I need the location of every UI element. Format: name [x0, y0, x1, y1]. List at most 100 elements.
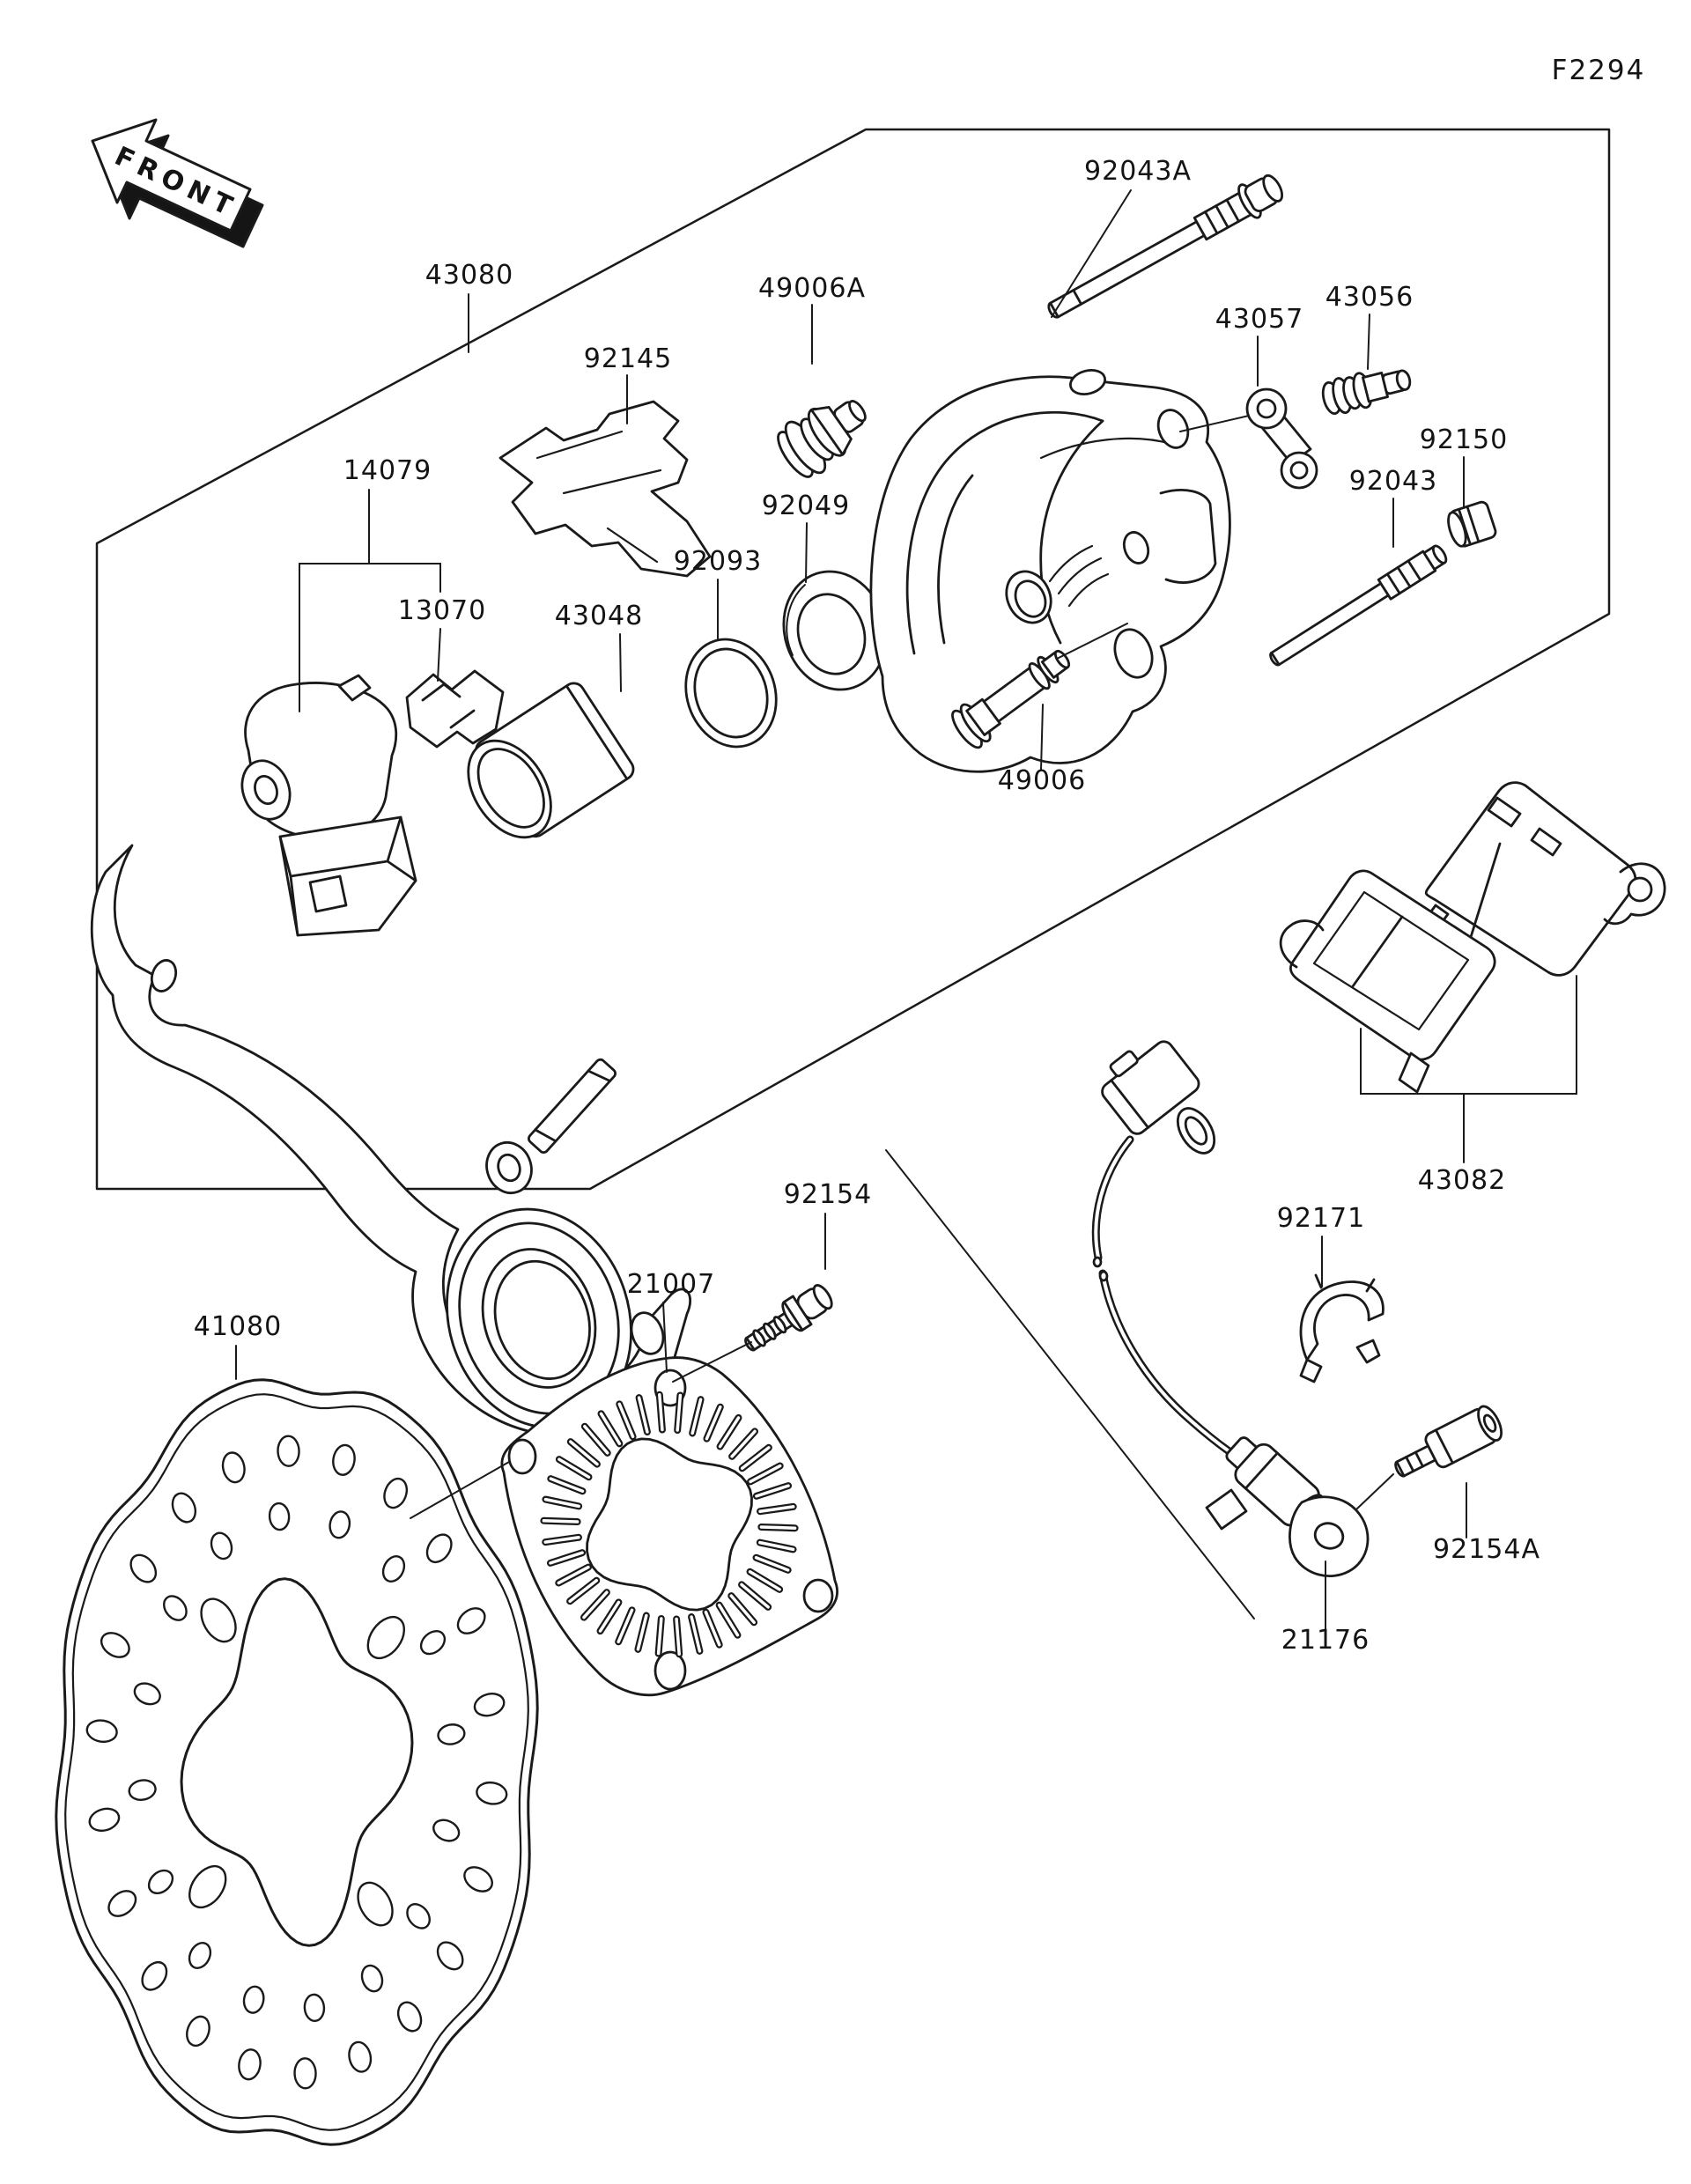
abs-slot-inner: [749, 1464, 782, 1484]
pointer-43057: [1179, 415, 1250, 432]
abs-slot-inner: [759, 1525, 797, 1530]
disc-hole: [200, 1597, 237, 1643]
label-21007: 21007: [627, 1269, 715, 1300]
label-92171: 92171: [1277, 1203, 1365, 1234]
abs-slot-inner: [599, 1412, 622, 1446]
abs-slot-inner: [557, 1565, 590, 1585]
abs-slot-inner: [582, 1590, 609, 1620]
sensor-bolt-part: [1394, 1405, 1503, 1478]
abs-slot-inner: [543, 1497, 580, 1509]
disc-hole: [188, 1942, 212, 1969]
label-43048: 43048: [555, 601, 643, 631]
disc-rim-line: [64, 1393, 529, 2131]
label-21176: 21176: [1281, 1625, 1370, 1656]
pointer-sensor-mount: [885, 1149, 1255, 1620]
disc-hole: [419, 1630, 447, 1656]
abs-slot-inner: [758, 1540, 795, 1552]
brake-pad-set-part: [1279, 781, 1666, 1094]
piston-seal-part: [684, 638, 778, 749]
abs-rotor-plate-part: [500, 1356, 838, 1697]
leader-92043a: [1051, 189, 1132, 318]
pointer-49006: [1056, 623, 1128, 660]
disc-hole: [360, 1964, 384, 1993]
abs-slot-inner: [549, 1477, 585, 1494]
disc-hole: [329, 1510, 351, 1539]
label-92043a: 92043A: [1084, 156, 1192, 187]
label-43056: 43056: [1325, 282, 1414, 313]
abs-slot-inner: [542, 1519, 580, 1524]
label-43082: 43082: [1418, 1165, 1506, 1196]
leader-43048: [619, 633, 622, 692]
disc-hole: [128, 1779, 157, 1801]
disc-hole: [171, 1492, 197, 1524]
disc-hole: [163, 1595, 188, 1621]
disc-hole: [332, 1443, 356, 1476]
abs-slot-inner: [675, 1617, 681, 1656]
abs-sensor-part: [1091, 1040, 1370, 1578]
label-49006: 49006: [998, 765, 1086, 796]
cap-plug-part: [1447, 500, 1497, 548]
pad-pin-part: [1269, 544, 1448, 667]
disc-hole: [456, 1607, 486, 1634]
caliper-body-part: [869, 369, 1231, 773]
disc-hole: [238, 2048, 262, 2081]
abs-slot-ring: [540, 1391, 799, 1658]
abs-slot-inner: [558, 1457, 591, 1479]
leader-92049: [805, 522, 808, 583]
label-43057: 43057: [1215, 304, 1303, 335]
abs-slot-inner: [598, 1600, 621, 1633]
disc-hole: [348, 2040, 373, 2073]
abs-slot-inner: [717, 1603, 740, 1637]
piston-part: [467, 682, 635, 839]
abs-slot-inner: [617, 1608, 634, 1644]
disc-hole: [85, 1719, 118, 1744]
assembly-outline: [95, 128, 1611, 1191]
label-92154: 92154: [784, 1179, 872, 1210]
disc-hole: [133, 1682, 161, 1706]
pin-boot-part: [777, 400, 867, 478]
bracket-43082: [1360, 975, 1577, 1163]
label-92150: 92150: [1420, 424, 1508, 455]
abs-slot-inner: [543, 1536, 580, 1544]
front-direction-arrow: [91, 118, 264, 248]
leader-49006: [1040, 704, 1044, 771]
abs-slot-inner: [740, 1583, 770, 1609]
leader-43056: [1367, 314, 1370, 370]
disc-hole: [210, 1531, 233, 1561]
caliper-pin-bolt-part: [1047, 173, 1284, 319]
figure-code: F2294: [1552, 55, 1646, 86]
bleeder-valve-part: [1321, 369, 1412, 416]
abs-slot-inner: [705, 1405, 722, 1441]
label-13070: 13070: [398, 595, 486, 626]
abs-slot-inner: [583, 1424, 609, 1455]
abs-slot-inner: [568, 1578, 599, 1603]
label-43080: 43080: [425, 260, 513, 291]
disc-hole: [366, 1615, 406, 1660]
abs-slot-inner: [690, 1615, 702, 1653]
label-14079: 14079: [343, 455, 432, 486]
label-92043: 92043: [1349, 466, 1437, 497]
label-92093: 92093: [674, 546, 762, 577]
pointer-plate-disc: [410, 1461, 510, 1519]
disc-hole: [437, 1723, 466, 1745]
part-labels: 43080 92145 49006A 92043A 43057 43056 92…: [194, 156, 1540, 1656]
disc-hole: [268, 1502, 291, 1531]
pad-spring-part: [498, 400, 712, 578]
disc-hole: [303, 1993, 326, 2023]
disc-hole: [221, 1451, 246, 1484]
abs-slot-inner: [637, 1396, 649, 1434]
disc-hole: [88, 1807, 121, 1833]
abs-slot-inner: [718, 1416, 741, 1449]
torque-link-part: [1245, 387, 1318, 490]
abs-center-cutout: [586, 1437, 753, 1612]
disc-hole: [425, 1533, 453, 1564]
dust-seal-part: [782, 570, 888, 691]
pad-guide-clip-part: [405, 669, 505, 749]
rotor-bolt-part: [744, 1284, 833, 1352]
disc-hole: [107, 1890, 137, 1917]
bracket-14079: [299, 489, 441, 712]
leader-21007: [662, 1302, 668, 1373]
disc-hole: [277, 1435, 300, 1467]
